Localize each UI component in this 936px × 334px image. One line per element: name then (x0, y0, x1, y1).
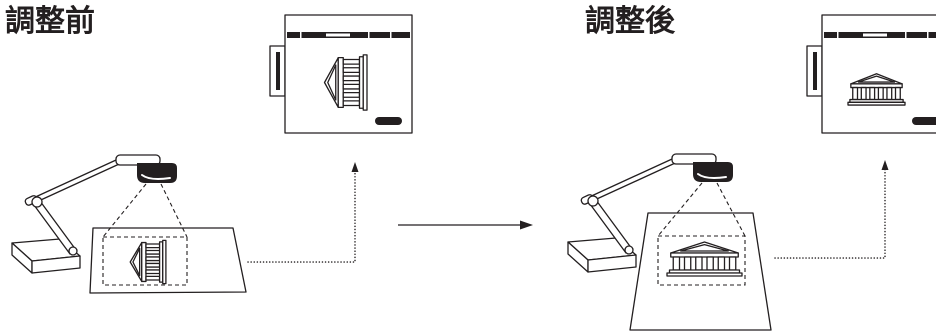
monitor-icon (269, 14, 413, 134)
projection-line-left (102, 183, 147, 238)
monitor-bar-tick (927, 32, 929, 38)
monitor-icon (806, 14, 936, 134)
panel-title-before: 調整前 (5, 4, 95, 39)
before-panel (11, 14, 413, 294)
monitor-bar-tick (905, 32, 907, 38)
signal-path (774, 168, 886, 259)
document-sheet (89, 227, 247, 294)
monitor-indicator (912, 117, 936, 125)
projection-line-left (657, 182, 703, 237)
capture-area (657, 235, 746, 286)
after-panel (567, 14, 936, 331)
arrow-head (520, 220, 533, 230)
monitor-bar-tick (390, 32, 392, 38)
capture-area (102, 236, 188, 286)
monitor-bar-segment (863, 33, 887, 37)
monitor-bar-tick (368, 32, 370, 38)
monitor-bar-segment (326, 33, 350, 37)
projection-line-right (160, 183, 188, 238)
arrow-up-icon (351, 162, 359, 172)
monitor-side-tab-grip (276, 52, 280, 90)
arrow-up-icon (881, 160, 889, 170)
monitor-indicator (375, 117, 402, 125)
monitor-bar-tick (837, 32, 839, 38)
monitor-side-tab-grip (813, 52, 817, 90)
panel-title-after: 調整後 (585, 4, 675, 39)
signal-path (247, 170, 356, 263)
projection-line-right (716, 182, 746, 237)
monitor-bar-tick (300, 32, 302, 38)
arrow-right-icon (398, 220, 533, 230)
